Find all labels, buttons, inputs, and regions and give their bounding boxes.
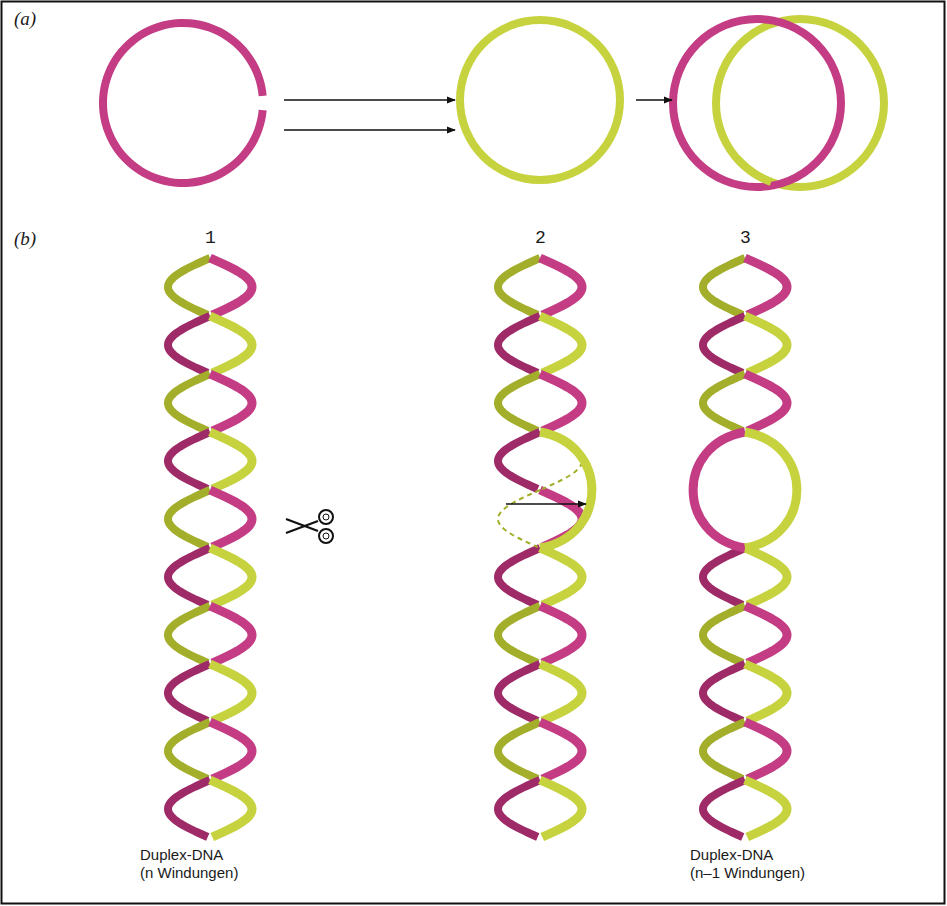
pass-arrow bbox=[636, 99, 672, 101]
caption-text: Duplex-DNA (n–1 Windungen) bbox=[690, 846, 805, 882]
strand-back bbox=[168, 490, 210, 547]
strand-front bbox=[210, 722, 252, 779]
strand-front bbox=[745, 722, 787, 779]
strand-front bbox=[745, 606, 787, 663]
strand-front bbox=[210, 316, 252, 373]
strand-front bbox=[745, 664, 787, 721]
strand-front bbox=[540, 722, 582, 779]
strand-back bbox=[498, 780, 540, 837]
strand-back bbox=[498, 316, 540, 373]
strand-back bbox=[498, 374, 540, 431]
strand-back bbox=[703, 780, 745, 837]
strand-front bbox=[210, 664, 252, 721]
strand-back bbox=[168, 432, 210, 489]
strand-front bbox=[210, 490, 252, 547]
strand-front bbox=[540, 548, 582, 605]
step-number: 1 bbox=[205, 228, 216, 250]
pass-arrow bbox=[284, 99, 455, 101]
strand-back bbox=[498, 432, 540, 489]
helix-panel bbox=[168, 258, 797, 837]
strand-back bbox=[703, 316, 745, 373]
strand-front bbox=[540, 606, 582, 663]
strand-back bbox=[168, 258, 210, 315]
strand-front bbox=[540, 258, 582, 315]
caption-text: Duplex-DNA (n Windungen) bbox=[140, 846, 238, 882]
strand-front bbox=[540, 316, 582, 373]
strand-front bbox=[540, 374, 582, 431]
old-strand-path bbox=[498, 490, 540, 547]
strand-front bbox=[540, 664, 582, 721]
strand-front bbox=[210, 374, 252, 431]
linked-circle bbox=[712, 15, 888, 191]
step-number: 2 bbox=[535, 228, 546, 250]
strand-front bbox=[745, 548, 787, 605]
strand-back bbox=[498, 664, 540, 721]
pass-arrow bbox=[506, 503, 586, 505]
strand-back bbox=[498, 606, 540, 663]
strand-back bbox=[703, 722, 745, 779]
nicked-circle bbox=[99, 19, 267, 187]
scissors-blade bbox=[286, 519, 318, 531]
strand-front bbox=[745, 780, 787, 837]
dna-helix bbox=[168, 258, 252, 837]
circle-panel bbox=[99, 15, 888, 191]
intact-circle bbox=[456, 16, 624, 184]
strand-back bbox=[168, 374, 210, 431]
dna-helix bbox=[498, 258, 592, 837]
scissors-handle bbox=[319, 510, 333, 524]
strand-back bbox=[498, 258, 540, 315]
strand-back bbox=[168, 722, 210, 779]
unwound-strand bbox=[745, 432, 797, 548]
strand-front bbox=[210, 606, 252, 663]
scissors-handle bbox=[323, 533, 329, 539]
unwound-strand bbox=[540, 432, 592, 548]
strand-front bbox=[210, 548, 252, 605]
scissors-symbol bbox=[286, 510, 333, 543]
strand-back bbox=[703, 606, 745, 663]
strand-front bbox=[210, 780, 252, 837]
linked-circle-over bbox=[734, 156, 773, 186]
strand-front bbox=[745, 374, 787, 431]
strand-back bbox=[703, 374, 745, 431]
strand-back bbox=[703, 664, 745, 721]
unwound-strand bbox=[693, 432, 745, 548]
strand-back bbox=[703, 258, 745, 315]
scissors-handle bbox=[323, 514, 329, 520]
step-number: 3 bbox=[740, 228, 751, 250]
strand-front bbox=[210, 258, 252, 315]
strand-back bbox=[168, 548, 210, 605]
strand-back bbox=[168, 664, 210, 721]
strand-back bbox=[498, 548, 540, 605]
strand-back bbox=[498, 722, 540, 779]
strand-back bbox=[703, 548, 745, 605]
panel-letter: (b) bbox=[14, 228, 36, 251]
panel-letter: (a) bbox=[14, 8, 36, 31]
strand-front bbox=[745, 316, 787, 373]
strand-back bbox=[168, 780, 210, 837]
strand-front bbox=[540, 780, 582, 837]
linked-circle bbox=[669, 15, 845, 191]
pass-arrow bbox=[284, 129, 455, 131]
dna-helix bbox=[693, 258, 797, 837]
strand-back bbox=[168, 606, 210, 663]
strand-front bbox=[210, 432, 252, 489]
strand-front bbox=[745, 258, 787, 315]
strand-back bbox=[168, 316, 210, 373]
scissors-handle bbox=[319, 529, 333, 543]
scissors-blade bbox=[286, 521, 318, 533]
